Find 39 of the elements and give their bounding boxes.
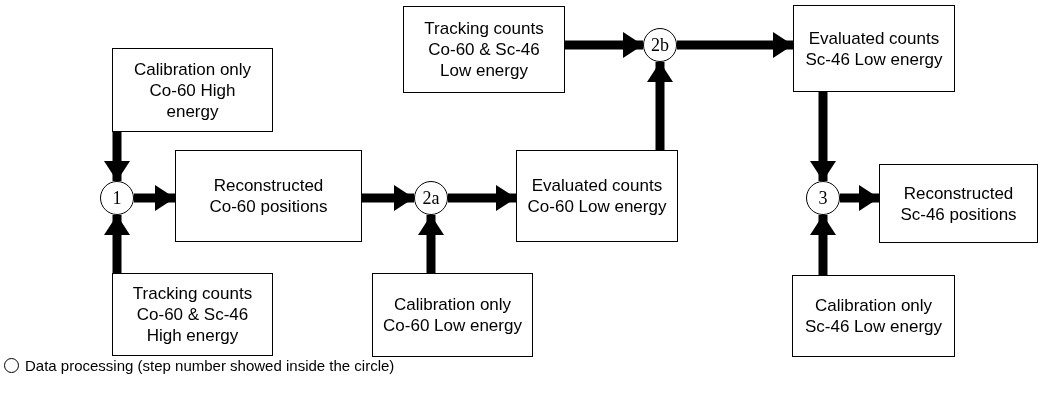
arrow (647, 62, 673, 150)
process-step-circle (643, 28, 677, 62)
box-text: Reconstructed Co-60 positions (208, 175, 329, 217)
data-box (175, 150, 362, 242)
step-number: 2a (422, 187, 440, 209)
data-box (372, 273, 533, 357)
arrow (810, 92, 836, 181)
data-box (793, 5, 955, 92)
data-box (403, 6, 565, 93)
data-box (516, 150, 678, 242)
process-step-circle (414, 181, 448, 215)
data-box (112, 48, 273, 132)
arrow (677, 32, 793, 58)
box-text: Evaluated counts Sc-46 Low energy (804, 27, 944, 70)
step-number: 2b (651, 34, 669, 56)
box-text: Evaluated counts Co-60 Low energy (527, 175, 667, 217)
arrow (104, 215, 130, 273)
step-number: 1 (112, 187, 122, 209)
arrow (840, 185, 879, 211)
arrow (448, 185, 516, 211)
box-text: Reconstructed Sc-46 positions (899, 182, 1018, 225)
process-step-circle (100, 181, 134, 215)
data-box (792, 275, 955, 357)
legend-text: Data processing (step number showed inside the circle) (25, 357, 395, 374)
arrow (418, 215, 444, 273)
box-text: Calibration only Co-60 Low energy (383, 294, 522, 336)
data-box (879, 164, 1038, 243)
arrow (810, 215, 836, 275)
box-text: Calibration only Sc-46 Low energy (804, 295, 943, 337)
data-box (112, 273, 273, 356)
process-step-circle (806, 181, 840, 215)
box-text: Tracking counts Co-60 & Sc-46 Low energy (423, 18, 545, 81)
arrow (565, 32, 643, 58)
step-number: 3 (818, 187, 828, 209)
arrow (104, 132, 130, 181)
arrow (134, 185, 175, 211)
arrow (362, 185, 414, 211)
box-text: Calibration only Co-60 High energy (132, 58, 253, 122)
box-text: Tracking counts Co-60 & Sc-46 High energy (131, 283, 254, 346)
